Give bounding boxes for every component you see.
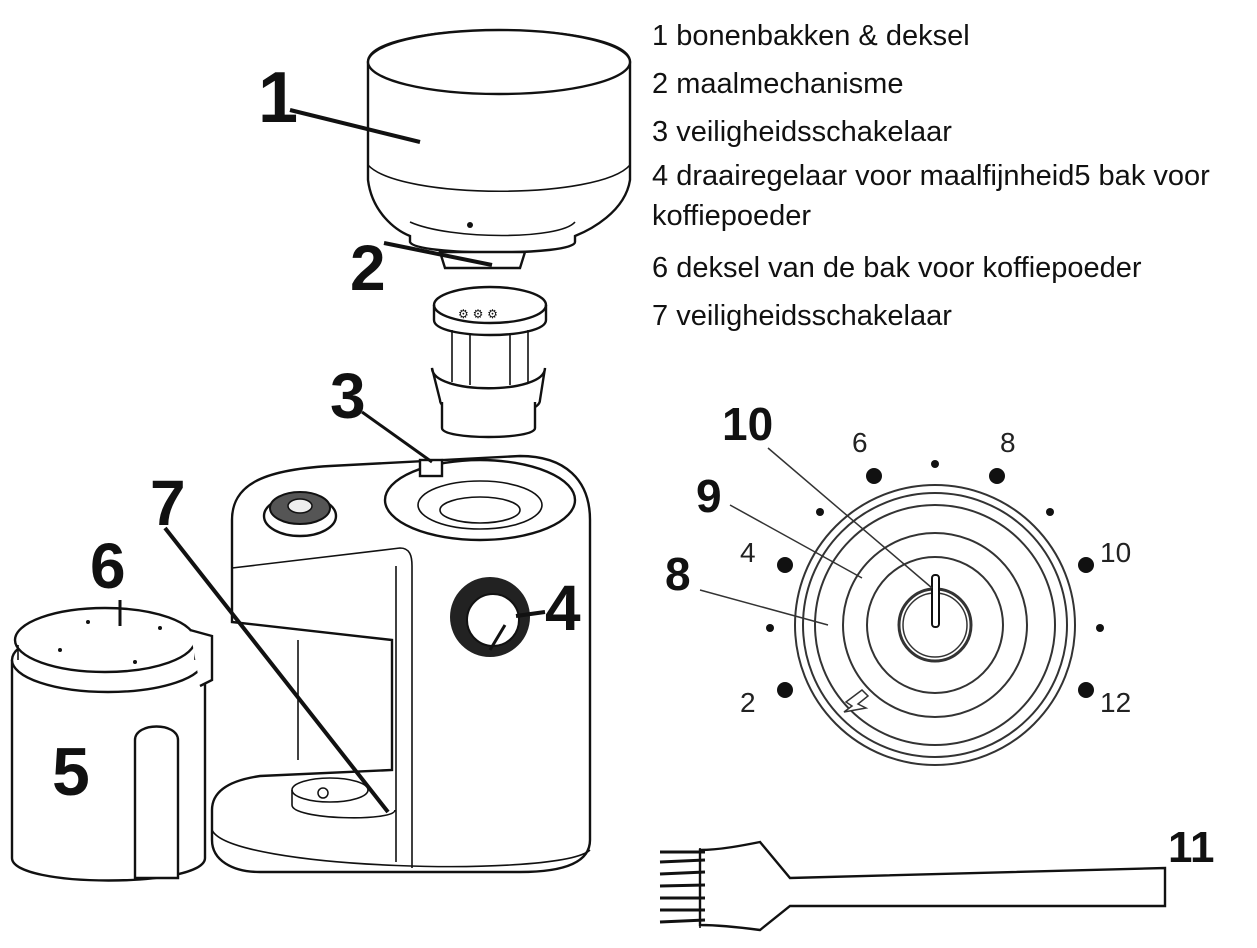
leader-4 bbox=[515, 610, 546, 618]
legend-text: deksel van de bak voor koffiepoeder bbox=[676, 252, 1142, 284]
leader-9 bbox=[729, 504, 863, 579]
legend-number: 7 bbox=[652, 300, 669, 332]
legend-item-2: 2 maalmechanisme bbox=[652, 60, 1252, 108]
burr-mechanism: ⚙ ⚙ ⚙ bbox=[430, 285, 548, 439]
callout-3: 3 bbox=[330, 360, 366, 432]
bean-hopper bbox=[366, 28, 632, 270]
legend-item-6: 6 deksel van de bak voor koffiepoeder bbox=[652, 244, 1252, 292]
callout-10: 10 bbox=[722, 398, 773, 450]
legend-number: 3 bbox=[652, 116, 669, 148]
legend-text: veiligheidsschakelaar bbox=[676, 116, 952, 148]
dial-number-8: 8 bbox=[1000, 427, 1016, 458]
grinder-body bbox=[210, 454, 592, 874]
legend-text: bonenbakken & deksel bbox=[676, 20, 970, 52]
callout-2: 2 bbox=[350, 232, 386, 304]
coffee-container bbox=[10, 606, 214, 882]
legend-number: 1 bbox=[652, 20, 669, 52]
leader-10 bbox=[767, 447, 933, 589]
grind-dial-detail bbox=[699, 447, 1104, 766]
dial-number-2: 2 bbox=[740, 687, 756, 718]
dial-number-6: 6 bbox=[852, 427, 868, 458]
parts-legend: 1 bonenbakken & deksel 2 maalmechanisme … bbox=[652, 12, 1252, 340]
callout-9: 9 bbox=[696, 470, 722, 522]
svg-text:⚙ ⚙ ⚙: ⚙ ⚙ ⚙ bbox=[458, 307, 498, 321]
callout-5: 5 bbox=[52, 734, 90, 810]
leader-1 bbox=[289, 108, 421, 144]
legend-item-4: 4 draairegelaar voor maalfijnheid5 bak v… bbox=[652, 156, 1252, 236]
cleaning-brush bbox=[659, 840, 1167, 932]
dial-number-12: 12 bbox=[1100, 687, 1131, 718]
legend-item-7: 7 veiligheidsschakelaar bbox=[652, 292, 1252, 340]
legend-number: 2 bbox=[652, 68, 669, 100]
callout-4: 4 bbox=[545, 572, 581, 644]
legend-number: 4 bbox=[652, 160, 669, 192]
leader-8 bbox=[699, 589, 829, 626]
legend-number: 6 bbox=[652, 252, 669, 284]
dial-number-4: 4 bbox=[740, 537, 756, 568]
dial-number-10: 10 bbox=[1100, 537, 1131, 568]
legend-text: maalmechanisme bbox=[676, 68, 904, 100]
legend-text: veiligheidsschakelaar bbox=[676, 300, 952, 332]
callout-6: 6 bbox=[90, 530, 126, 602]
legend-item-1: 1 bonenbakken & deksel bbox=[652, 12, 1252, 60]
legend-item-3: 3 veiligheidsschakelaar bbox=[652, 108, 1252, 156]
leader-7 bbox=[163, 526, 390, 814]
callout-1: 1 bbox=[258, 58, 298, 138]
legend-text: draairegelaar voor maalfijnheid5 bak voo… bbox=[652, 160, 1210, 232]
leader-3 bbox=[361, 410, 433, 464]
callout-11: 11 bbox=[1168, 823, 1215, 872]
leader-2 bbox=[383, 241, 493, 267]
callout-7: 7 bbox=[150, 467, 186, 539]
callout-8: 8 bbox=[665, 548, 691, 600]
